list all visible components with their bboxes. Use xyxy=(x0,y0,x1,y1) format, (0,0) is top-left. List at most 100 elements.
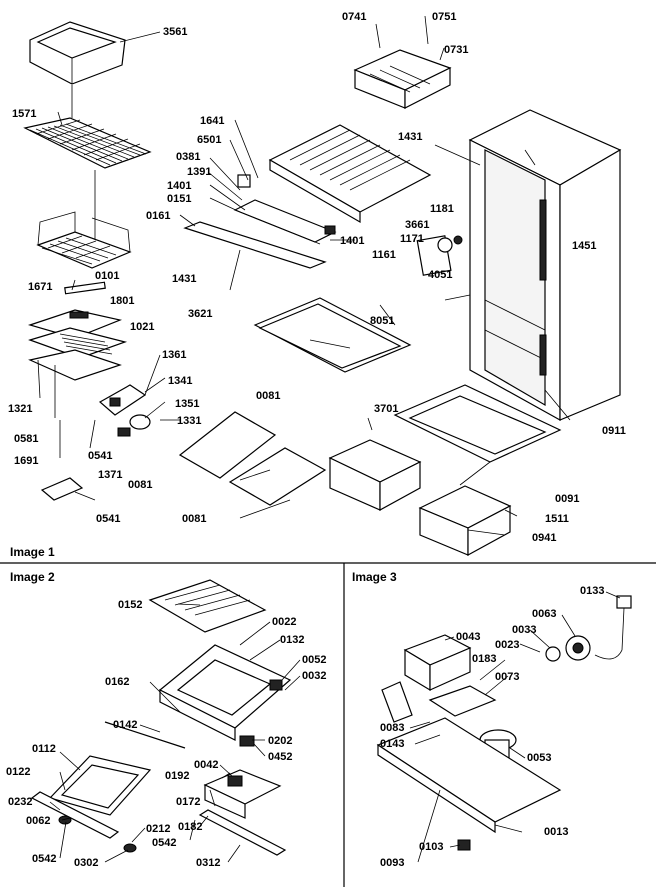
label-3661: 3661 xyxy=(405,219,429,231)
label-0152: 0152 xyxy=(118,599,142,611)
part-0091-tray xyxy=(393,384,562,463)
label-1321: 1321 xyxy=(8,403,32,415)
part-1341-housing xyxy=(98,384,147,416)
part-0172-control xyxy=(203,769,282,819)
label-0741: 0741 xyxy=(342,11,366,23)
label-0581: 0581 xyxy=(14,433,38,445)
label-1801: 1801 xyxy=(110,295,134,307)
label-0101: 0101 xyxy=(95,270,119,282)
label-0122: 0122 xyxy=(6,766,30,778)
label-1361: 1361 xyxy=(162,349,186,361)
part-cabinet xyxy=(468,109,622,422)
label-0751: 0751 xyxy=(432,11,456,23)
part-0062-knob xyxy=(58,815,72,825)
label-0541a: 0541 xyxy=(88,450,112,462)
label-0053: 0053 xyxy=(527,752,551,764)
label-3701: 3701 xyxy=(374,403,398,415)
label-0073: 0073 xyxy=(495,671,519,683)
label-0232: 0232 xyxy=(8,796,32,808)
part-0033-gear xyxy=(545,646,561,662)
label-1371: 1371 xyxy=(98,469,122,481)
part-3561-bin xyxy=(29,21,126,85)
label-0132: 0132 xyxy=(280,634,304,646)
image1-caption: Image 1 xyxy=(10,545,55,559)
part-0133-sensor xyxy=(594,595,632,660)
part-1671-basket xyxy=(36,211,132,269)
part-0232-strip xyxy=(30,791,120,839)
image3-labels: 0133 0063 0043 0033 0023 0183 0073 0083 … xyxy=(380,585,604,869)
label-0032: 0032 xyxy=(302,670,326,682)
label-0731: 0731 xyxy=(444,44,468,56)
part-1371-bracket xyxy=(40,477,84,501)
label-0542b: 0542 xyxy=(152,837,176,849)
label-0202: 0202 xyxy=(268,735,292,747)
label-0212: 0212 xyxy=(146,823,170,835)
part-0101-bar xyxy=(64,281,106,295)
part-0063-motor xyxy=(565,635,591,661)
label-0133: 0133 xyxy=(580,585,604,597)
label-0081a: 0081 xyxy=(256,390,280,402)
part-0302-knob xyxy=(123,843,137,853)
image1-leader-lines xyxy=(37,15,571,536)
label-1161: 1161 xyxy=(372,249,396,261)
part-0013-base xyxy=(376,717,562,834)
part-1161-thermostat xyxy=(416,235,463,276)
label-0143: 0143 xyxy=(380,738,404,750)
label-0192: 0192 xyxy=(165,770,189,782)
label-1171: 1171 xyxy=(400,233,424,245)
image3-caption: Image 3 xyxy=(352,570,397,584)
part-1571-wire-shelf xyxy=(23,117,152,169)
label-0022: 0022 xyxy=(272,616,296,628)
part-0142-rod xyxy=(104,721,186,749)
label-0142: 0142 xyxy=(113,719,137,731)
part-0452-clip xyxy=(239,735,255,747)
part-0731-bracket xyxy=(353,49,452,109)
label-0052: 0052 xyxy=(302,654,326,666)
label-0043: 0043 xyxy=(456,631,480,643)
part-1641-shelf-cover xyxy=(268,124,432,224)
image2-parts xyxy=(30,579,301,863)
label-0083: 0083 xyxy=(380,722,404,734)
part-0073-duct xyxy=(428,685,497,717)
image3-parts xyxy=(376,591,632,863)
label-0381: 0381 xyxy=(176,151,200,163)
label-1511: 1511 xyxy=(545,513,569,525)
label-1341: 1341 xyxy=(168,375,192,387)
label-0062: 0062 xyxy=(26,815,50,827)
label-1571: 1571 xyxy=(12,108,36,120)
part-left-bracket xyxy=(381,681,413,723)
part-0081-shelf-a xyxy=(253,297,412,373)
label-0093: 0093 xyxy=(380,857,404,869)
label-0081c: 0081 xyxy=(182,513,206,525)
label-1691: 1691 xyxy=(14,455,38,467)
label-0542a: 0542 xyxy=(32,853,56,865)
label-0911: 0911 xyxy=(602,425,626,437)
label-0452: 0452 xyxy=(268,751,292,763)
part-0043-box xyxy=(403,634,472,692)
part-0081-shelf-b xyxy=(178,411,277,479)
part-0312-rail xyxy=(198,809,287,856)
label-0091: 0091 xyxy=(555,493,579,505)
part-0941-pan xyxy=(418,485,512,557)
label-0162: 0162 xyxy=(105,676,129,688)
label-1641: 1641 xyxy=(200,115,224,127)
label-0042: 0042 xyxy=(194,759,218,771)
label-0182: 0182 xyxy=(178,821,202,833)
label-1671: 1671 xyxy=(28,281,52,293)
label-0151: 0151 xyxy=(167,193,191,205)
label-1401a: 1401 xyxy=(167,180,191,192)
label-0183: 0183 xyxy=(472,653,496,665)
label-0103: 0103 xyxy=(419,841,443,853)
label-1431b: 1431 xyxy=(172,273,196,285)
image1-labels: 0741 0751 0731 3561 1571 1641 6501 0381 … xyxy=(8,11,626,544)
label-1181: 1181 xyxy=(430,203,454,215)
label-0033: 0033 xyxy=(512,624,536,636)
part-1331-bulb xyxy=(117,414,151,437)
part-1801-1021-tray xyxy=(27,309,128,381)
label-1331: 1331 xyxy=(177,415,201,427)
label-4051: 4051 xyxy=(428,269,452,281)
part-0081-shelf-c xyxy=(228,447,327,506)
part-0132-housing xyxy=(158,644,292,741)
label-1351: 1351 xyxy=(175,398,199,410)
